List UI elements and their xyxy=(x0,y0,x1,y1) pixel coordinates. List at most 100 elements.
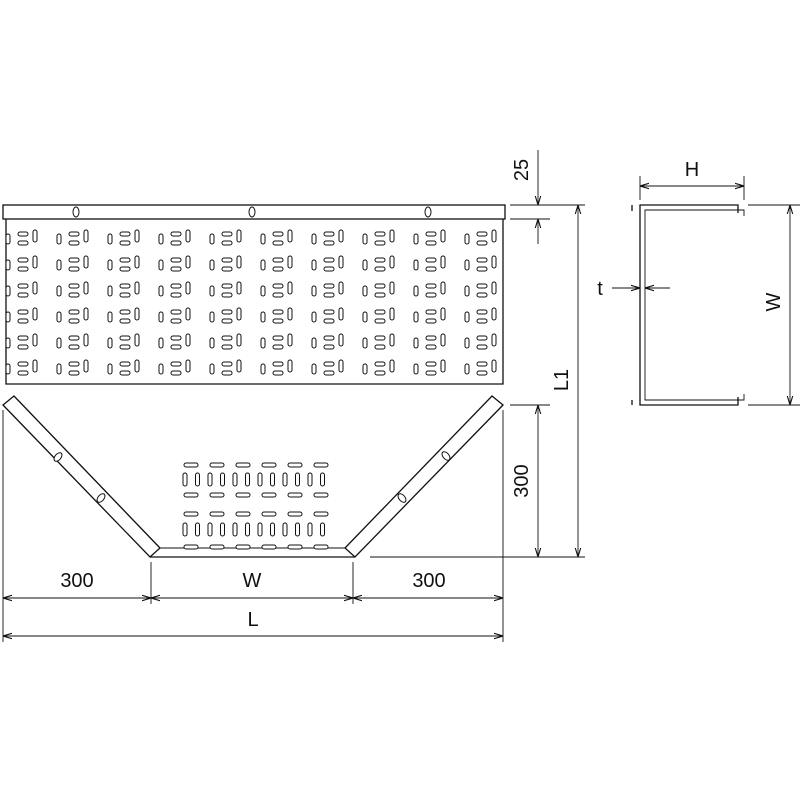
dim-label-thickness: t xyxy=(597,278,603,300)
perforation-slot xyxy=(220,522,225,537)
perforation-slot xyxy=(68,257,80,263)
perforation-slot xyxy=(464,337,470,349)
perforation-slot xyxy=(307,522,313,537)
tray-body xyxy=(2,204,506,558)
perforation-slot xyxy=(323,240,335,246)
perforation-slot xyxy=(221,257,233,263)
perforation-slot xyxy=(313,511,329,517)
perforation-slot xyxy=(362,259,368,271)
perforation-slot xyxy=(313,492,329,498)
perforation-slot xyxy=(119,309,131,315)
perforation-slot xyxy=(236,281,242,295)
dim-label-l1: L1 xyxy=(551,369,573,391)
perforation-slot xyxy=(257,472,263,487)
perforation-slot xyxy=(134,255,140,269)
perforation-slot xyxy=(236,333,242,347)
center-perforation-slots xyxy=(182,462,329,550)
perforation-slot xyxy=(209,285,215,297)
perforation-slot xyxy=(221,231,233,237)
perforation-slot xyxy=(158,233,164,245)
perforation-slot xyxy=(440,359,446,373)
perforation-slot xyxy=(209,462,225,468)
perforation-slot xyxy=(68,361,80,367)
perforation-slot xyxy=(185,229,191,243)
perforation-slot xyxy=(261,462,277,468)
perforation-slot xyxy=(295,472,300,487)
perforation-slot xyxy=(209,259,215,271)
perforation-slot xyxy=(260,259,266,271)
perforation-slot xyxy=(425,283,437,289)
perforation-slot xyxy=(170,335,182,341)
perforation-slot xyxy=(425,309,437,315)
perforation-slot xyxy=(158,311,164,323)
perforation-slot xyxy=(464,311,470,323)
perforation-slot xyxy=(235,511,251,517)
perforation-slot xyxy=(260,285,266,297)
perforation-slot xyxy=(425,257,437,263)
perforation-slot xyxy=(209,511,225,517)
perforation-slot xyxy=(17,240,29,246)
perforation-slot xyxy=(207,472,213,487)
perforation-slot xyxy=(287,229,293,243)
perforation-slot xyxy=(323,292,335,298)
perforation-slot xyxy=(107,311,113,323)
perforation-slot xyxy=(220,472,225,487)
perforation-slot xyxy=(107,363,113,375)
perforation-slot xyxy=(158,363,164,375)
perforation-slot xyxy=(272,309,284,315)
perforation-slot xyxy=(170,283,182,289)
bolt-icon xyxy=(248,206,256,218)
perforation-slot xyxy=(56,337,62,349)
perforation-slot xyxy=(272,266,284,272)
perforation-slot xyxy=(32,281,38,295)
perforation-slot xyxy=(134,307,140,321)
perforation-slot xyxy=(134,229,140,243)
perforation-slot xyxy=(374,370,386,376)
perforation-slot xyxy=(32,359,38,373)
perforation-slot xyxy=(134,333,140,347)
perforation-slot xyxy=(257,522,263,537)
perforation-slot xyxy=(68,240,80,246)
perforation-slot xyxy=(170,231,182,237)
perforation-slot xyxy=(362,311,368,323)
dim-label-w-center: W xyxy=(243,570,262,592)
perforation-slot xyxy=(119,292,131,298)
perforation-slot xyxy=(5,363,11,375)
perforation-slot xyxy=(185,307,191,321)
bolt-icon xyxy=(441,451,451,461)
perforation-slot xyxy=(464,363,470,375)
perforation-slot xyxy=(83,229,89,243)
perforation-slot xyxy=(476,361,488,367)
perforation-slot xyxy=(221,370,233,376)
perforation-slot xyxy=(476,240,488,246)
perforation-slot xyxy=(425,335,437,341)
perforation-slot xyxy=(17,257,29,263)
perforation-slot xyxy=(107,337,113,349)
perforation-slot xyxy=(17,292,29,298)
perforation-slot xyxy=(32,229,38,243)
perforation-slot xyxy=(313,462,329,468)
perforation-slot xyxy=(261,492,277,498)
perforation-slot xyxy=(362,285,368,297)
perforation-slot xyxy=(235,462,251,468)
perforation-slot xyxy=(323,361,335,367)
perforation-slot xyxy=(425,318,437,324)
perforation-slot xyxy=(374,318,386,324)
perforation-slot xyxy=(170,370,182,376)
perforation-slot xyxy=(323,370,335,376)
perforation-slot xyxy=(362,233,368,245)
perforation-slot xyxy=(338,307,344,321)
perforation-slot xyxy=(209,233,215,245)
perforation-slot xyxy=(440,255,446,269)
perforation-slot xyxy=(476,231,488,237)
perforation-slot xyxy=(68,266,80,272)
perforation-slot xyxy=(425,292,437,298)
perforation-slot xyxy=(236,255,242,269)
perforation-slot xyxy=(320,522,325,537)
perforation-slot xyxy=(491,307,497,321)
perforation-slot xyxy=(83,359,89,373)
perforation-slot xyxy=(221,335,233,341)
perforation-slot xyxy=(323,283,335,289)
perforation-slot xyxy=(272,344,284,350)
perforation-slot xyxy=(476,309,488,315)
